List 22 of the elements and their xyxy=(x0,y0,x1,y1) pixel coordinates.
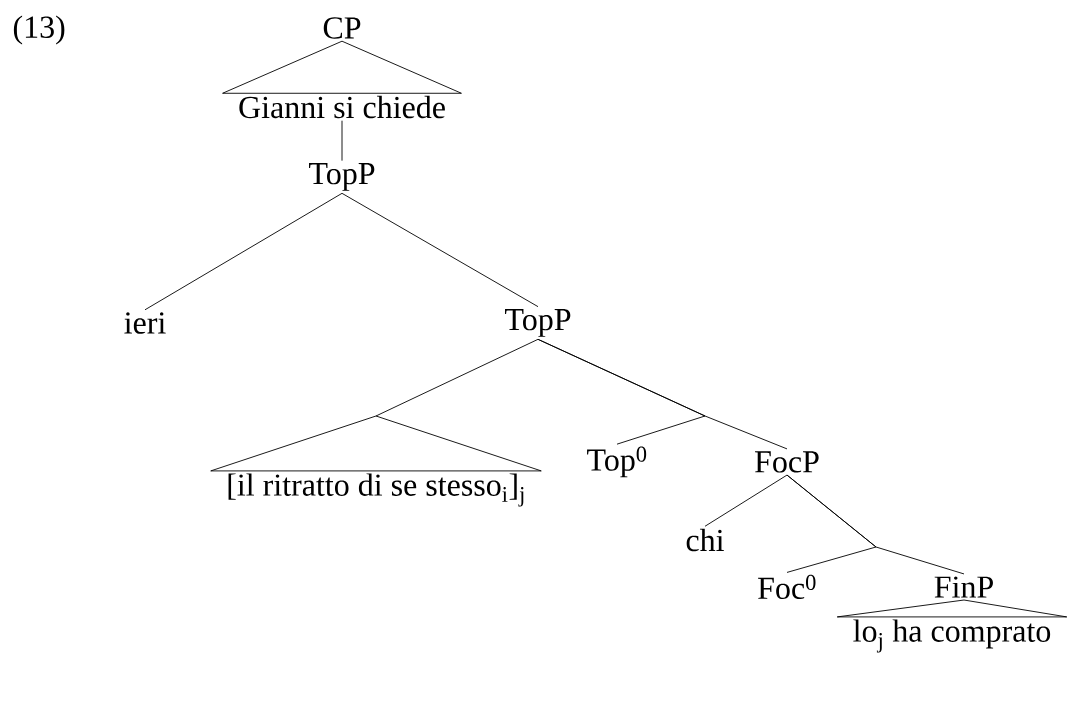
node-label: TopP xyxy=(505,309,571,337)
node-label: FocP xyxy=(755,451,819,473)
tree-branch xyxy=(786,474,965,575)
triangle-roof xyxy=(222,40,462,94)
tree-branch xyxy=(704,474,788,527)
node-label: CP xyxy=(323,17,361,39)
example-number: (13) xyxy=(13,15,65,45)
triangle-roof xyxy=(210,338,542,472)
tree-branch xyxy=(537,338,788,450)
tree-branch xyxy=(144,192,343,311)
node-label: chi xyxy=(686,528,724,552)
phrase-text: lo$_{j}$ ha comprato xyxy=(853,619,1051,653)
node-label: FinP xyxy=(934,576,993,598)
phrase-text: [il ritratto di se stesso$_{i}$]$_{j}$ xyxy=(228,473,524,507)
node-label: ieri xyxy=(124,312,166,334)
phrase-text: Gianni si chiede xyxy=(239,95,445,119)
node-label: Top$^{0}$ xyxy=(587,446,647,478)
tree-branch xyxy=(341,120,343,162)
node-label: TopP xyxy=(309,163,375,191)
triangle-roof xyxy=(836,599,1068,618)
node-label: Foc$^{0}$ xyxy=(758,574,816,600)
tree-branch xyxy=(341,192,539,308)
